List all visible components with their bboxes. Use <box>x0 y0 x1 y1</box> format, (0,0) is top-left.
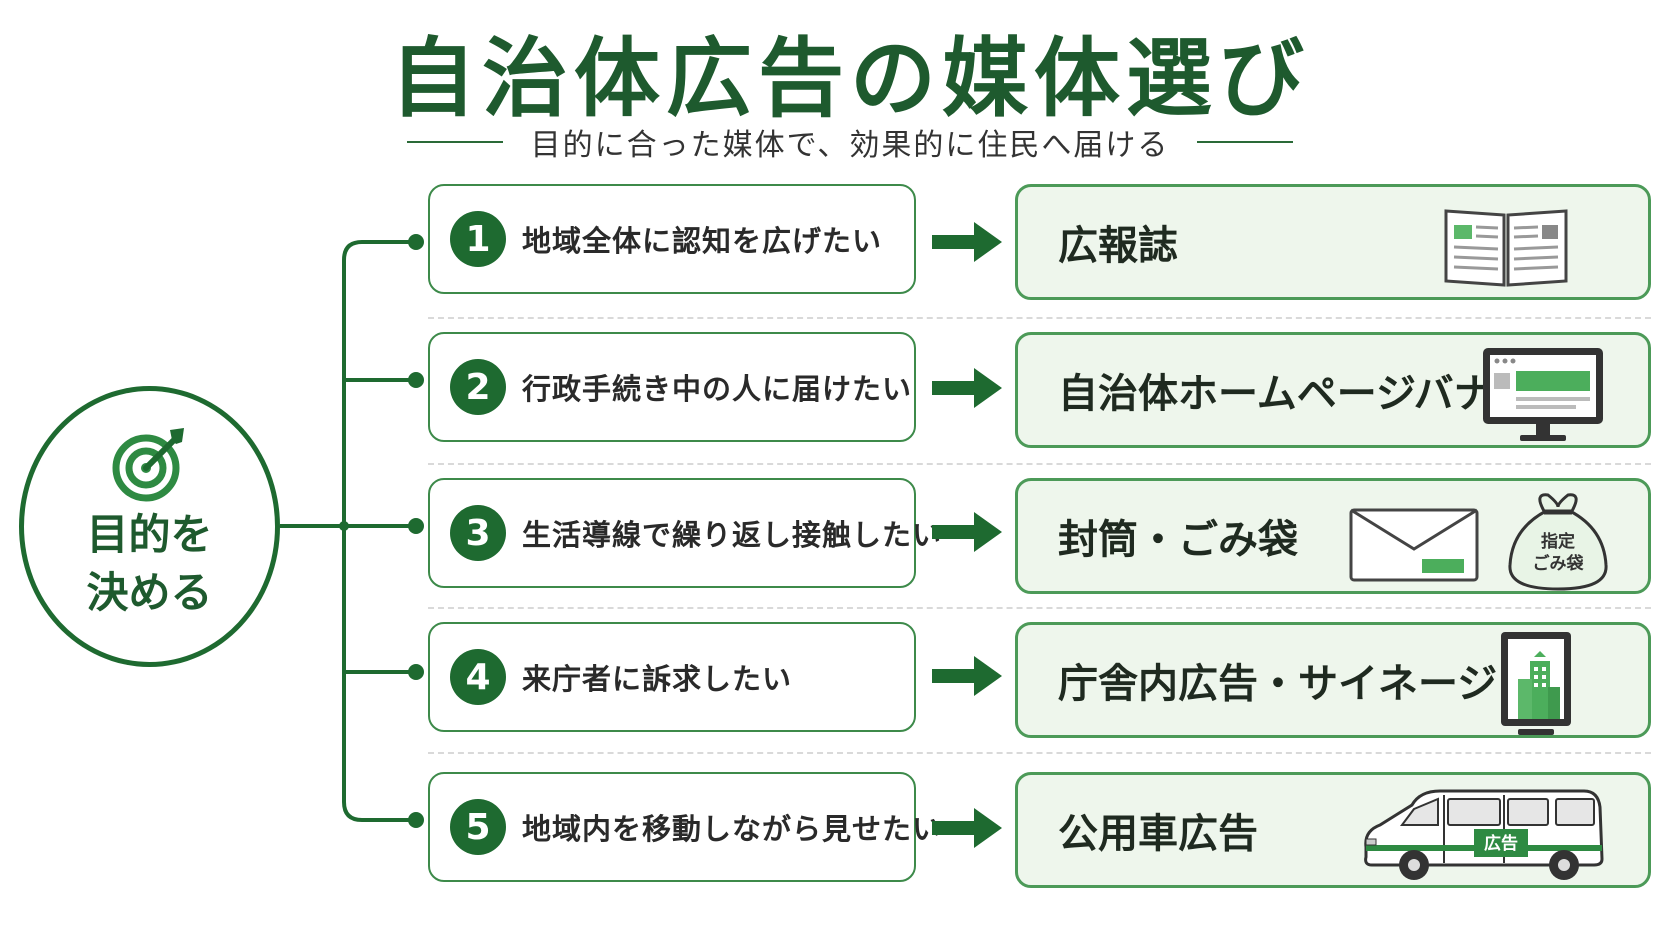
row-divider <box>428 752 1651 754</box>
target-icon <box>112 427 184 501</box>
garbage-bag-icon: 指定 ごみ袋 <box>1508 493 1608 591</box>
purpose-box-4: 4 来庁者に訴求したい <box>428 622 916 732</box>
number-badge: 1 <box>450 211 506 267</box>
tree-trunk-line <box>342 240 416 822</box>
public-vehicle-van-icon: 広告 <box>1364 789 1604 880</box>
subtitle: 目的に合った媒体で、効果的に住民へ届ける <box>530 128 1170 163</box>
subtitle-right-rule <box>1197 141 1293 143</box>
purpose-box-3: 3 生活導線で繰り返し接触したい <box>428 478 941 588</box>
number-badge: 2 <box>450 359 506 415</box>
arrow-right-icon <box>932 808 1002 848</box>
arrow-right-icon <box>932 222 1002 262</box>
purpose-text: 来庁者に訴求したい <box>522 662 793 696</box>
digital-signage-icon <box>1501 632 1571 735</box>
branch-dot-2 <box>408 372 424 388</box>
branch-dot-5 <box>408 812 424 828</box>
media-box-1: 広報誌 <box>1015 184 1651 300</box>
number-badge: 5 <box>450 799 506 855</box>
media-box-2: 自治体ホームページバナー <box>1015 332 1651 448</box>
branch-dot-4 <box>408 664 424 680</box>
branch-dot-1 <box>408 234 424 250</box>
purpose-box-5: 5 地域内を移動しながら見せたい <box>428 772 941 882</box>
media-box-3: 封筒・ごみ袋 指定 ごみ袋 <box>1015 478 1651 594</box>
row-divider <box>428 317 1651 319</box>
purpose-text: 生活導線で繰り返し接触したい <box>522 518 943 552</box>
arrow-right-icon <box>932 512 1002 552</box>
arrow-right-icon <box>932 368 1002 408</box>
page-title: 自治体広告の媒体選び <box>390 29 1310 129</box>
arrow-right-icon <box>932 656 1002 696</box>
number-badge: 3 <box>450 505 506 561</box>
purpose-box-2: 2 行政手続き中の人に届けたい <box>428 332 916 442</box>
row-divider <box>428 607 1651 609</box>
subtitle-row: 目的に合った媒体で、効果的に住民へ届ける <box>407 122 1293 163</box>
purpose-box-1: 1 地域全体に認知を広げたい <box>428 184 916 294</box>
media-box-4: 庁舎内広告・サイネージ <box>1015 622 1651 738</box>
row-divider <box>428 463 1651 465</box>
media-box-5: 公用車広告 広告 <box>1015 772 1651 888</box>
goal-node: 目的を決める <box>19 386 280 667</box>
open-magazine-icon <box>1444 209 1568 287</box>
media-text: 広報誌 <box>1058 223 1178 269</box>
web-banner-monitor-icon <box>1483 348 1603 441</box>
media-text: 公用車広告 <box>1058 811 1258 857</box>
purpose-text: 行政手続き中の人に届けたい <box>522 372 913 406</box>
van-ad-label: 広告 <box>1484 833 1518 854</box>
junction-dot <box>339 521 349 531</box>
envelope-icon <box>1349 508 1479 582</box>
goal-label: 目的を決める <box>86 509 213 617</box>
branch-dot-3 <box>408 518 424 534</box>
bag-label-line-1: 指定 <box>1541 531 1575 552</box>
media-text: 封筒・ごみ袋 <box>1058 517 1298 563</box>
purpose-text: 地域全体に認知を広げたい <box>522 224 883 258</box>
media-text: 庁舎内広告・サイネージ <box>1058 661 1498 707</box>
media-text: 自治体ホームページバナー <box>1058 371 1534 417</box>
number-badge: 4 <box>450 649 506 705</box>
subtitle-left-rule <box>407 141 503 143</box>
purpose-text: 地域内を移動しながら見せたい <box>522 812 943 846</box>
bag-label-line-2: ごみ袋 <box>1533 553 1585 574</box>
